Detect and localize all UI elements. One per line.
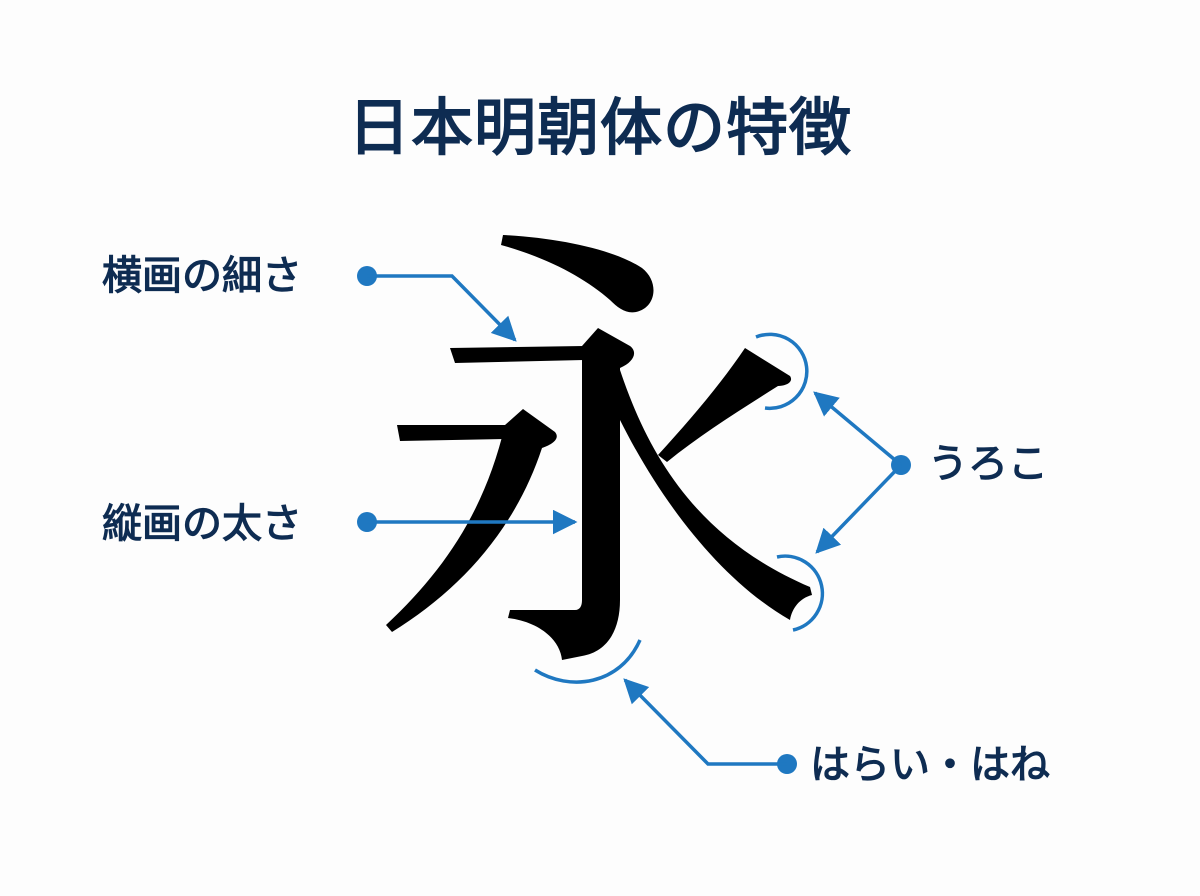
leader-arrow-upper [813,391,903,467]
highlight-arc-hook [534,639,642,684]
label-vertical-thick: 縦画の太さ [102,501,302,547]
label-harai-hane: はらい・はね [810,742,1050,788]
annotation-uroko [755,332,911,632]
stroke-second-horizontal [397,425,508,441]
annotation-horizontal-thin [357,266,517,342]
stroke-main-vertical [508,328,635,660]
leader-arrow-lower [815,463,903,554]
label-horizontal-thin: 横画の細さ [102,253,302,299]
highlight-arc-lower [776,554,825,632]
stroke-upper-right [658,348,792,462]
stroke-dot [501,235,654,313]
annotation-vertical-thick [357,509,578,535]
stroke-right-diagonal [620,370,812,620]
annotation-harai-hane [534,639,797,774]
leader-arrow [623,678,787,766]
diagram-title: 日本明朝体の特徴 [347,91,852,164]
highlight-arc-upper [755,332,809,411]
kanji-ei-glyph [386,235,812,660]
stroke-top-horizontal [450,346,584,363]
label-uroko: うろこ [928,441,1048,487]
leader-arrow [367,274,517,342]
